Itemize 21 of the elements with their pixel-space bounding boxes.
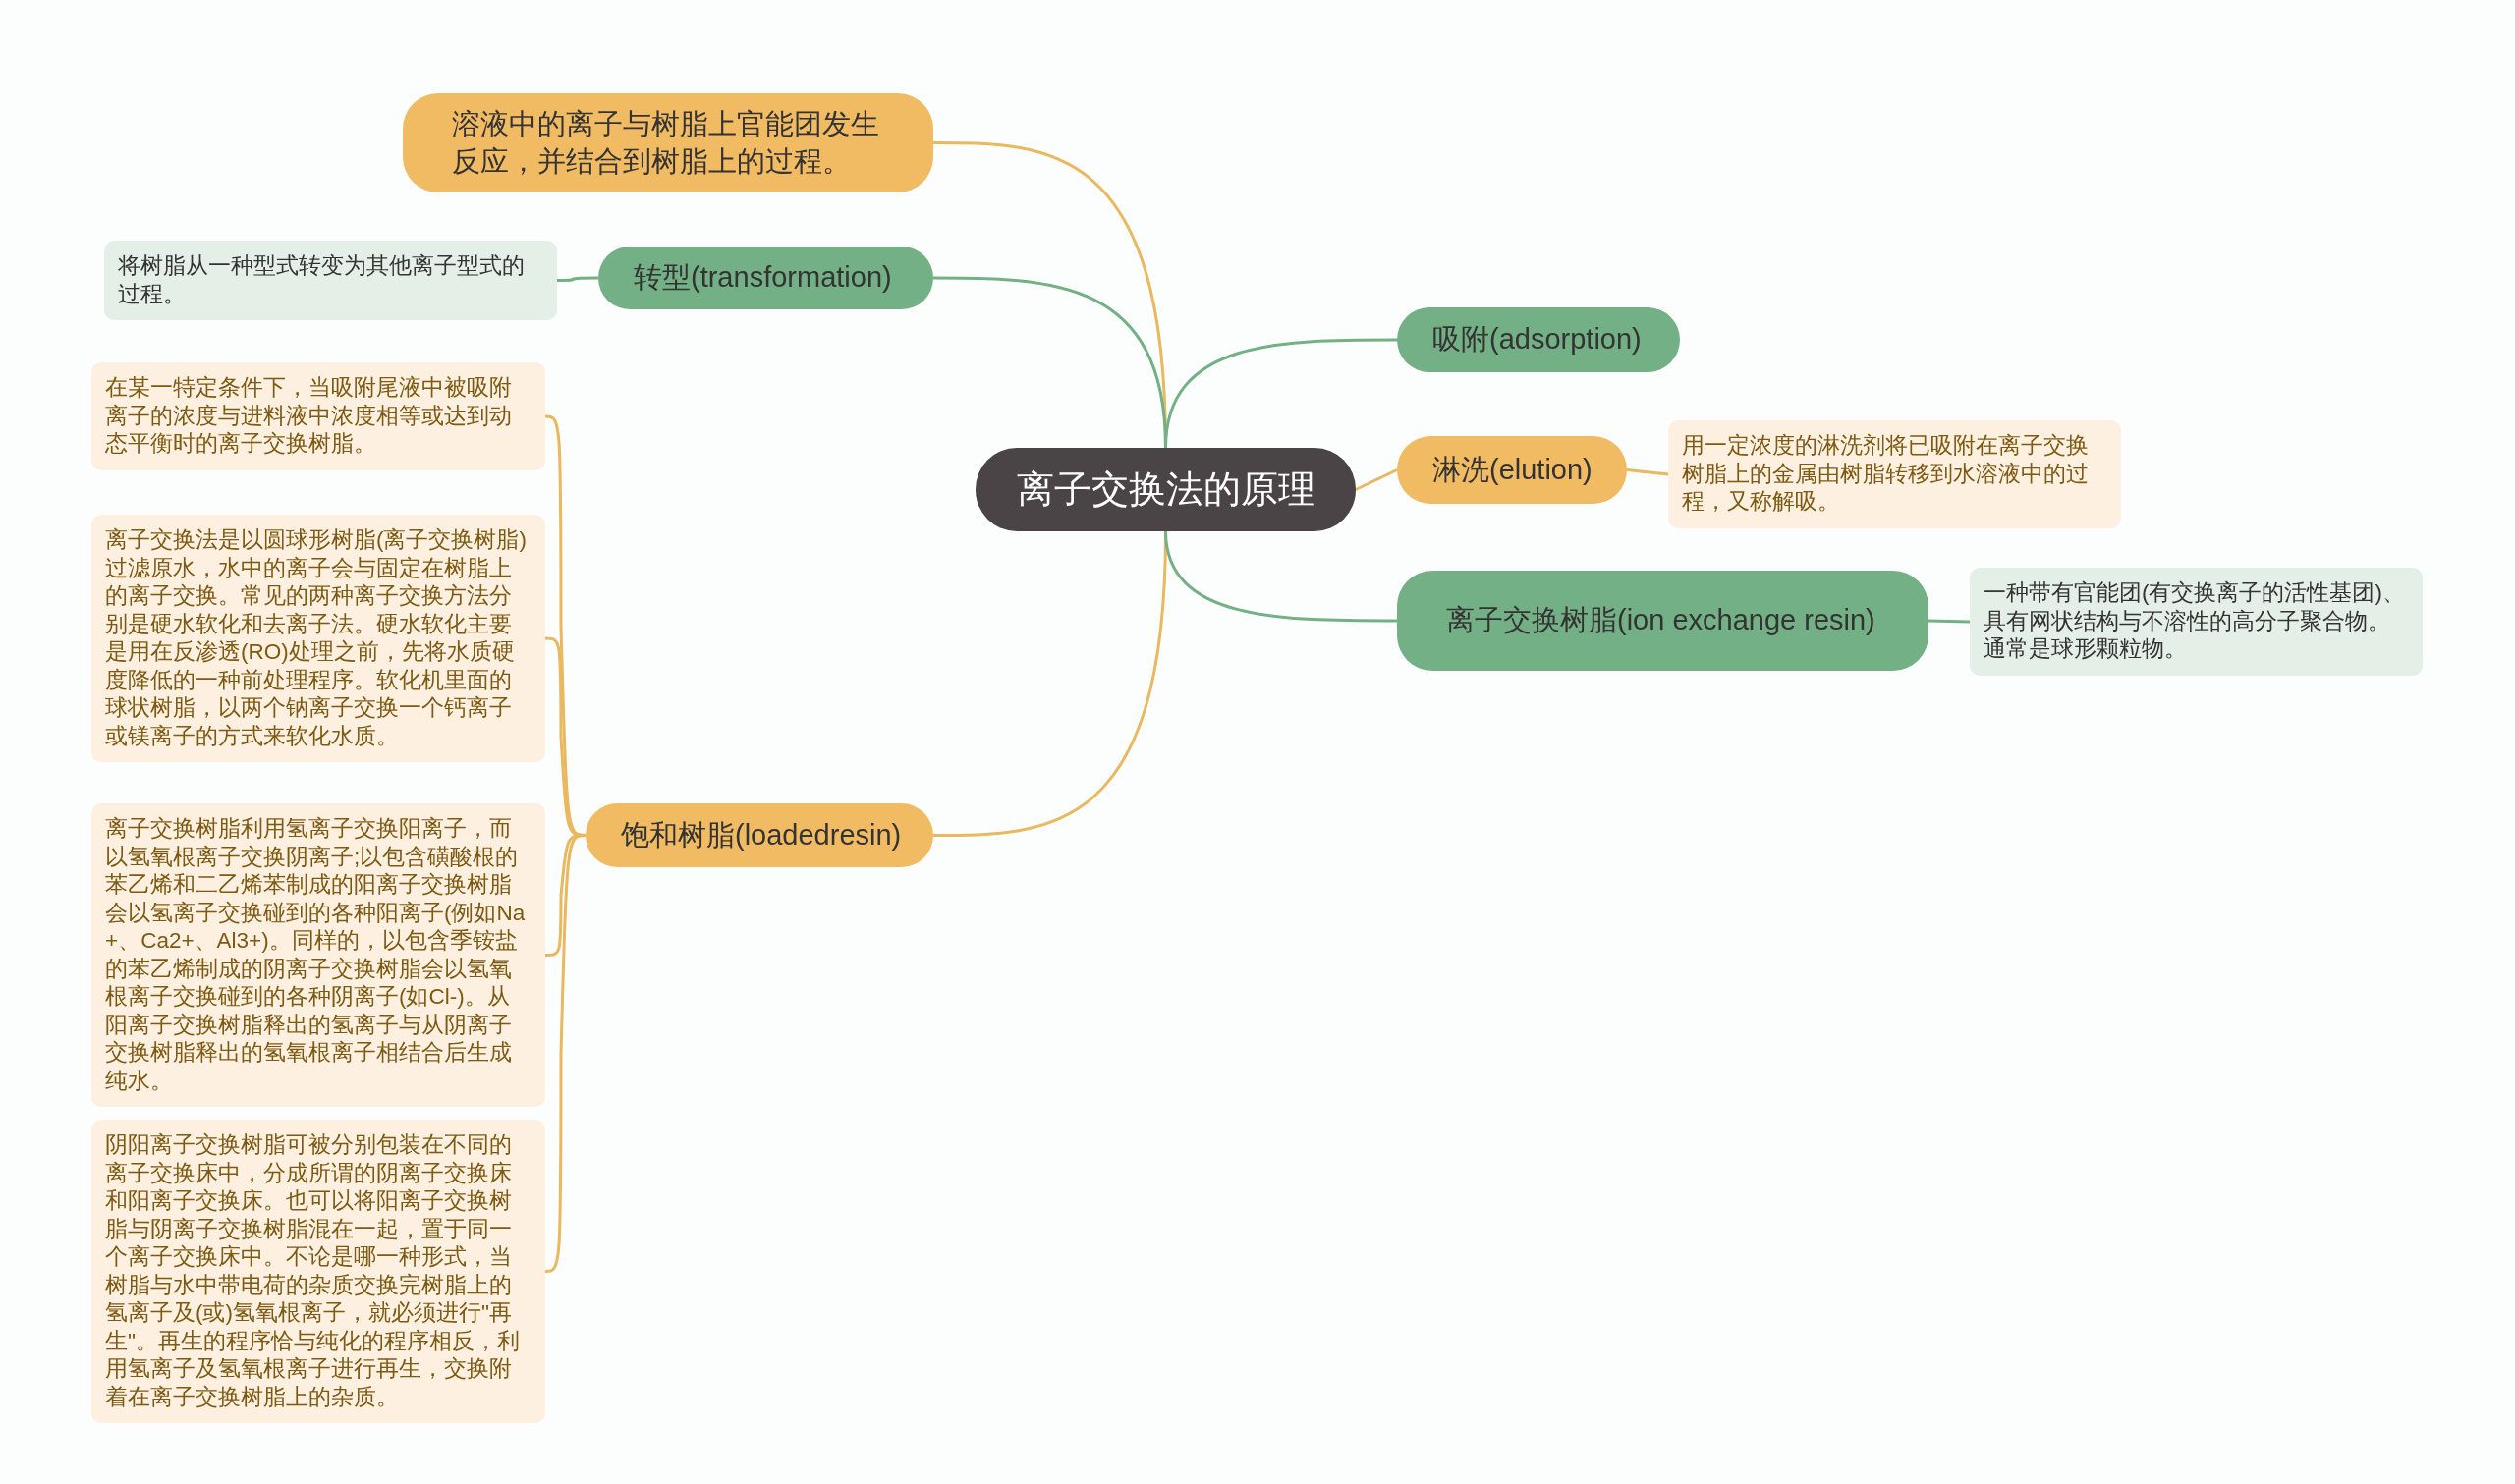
topic-box: 转型(transformation) (598, 247, 933, 309)
connector-line (1626, 468, 1669, 476)
root-topic: 离子交换法的原理 (976, 448, 1356, 531)
topic-box: 离子交换树脂(ion exchange resin) (1397, 571, 1928, 671)
topic-box: 饱和树脂(loadedresin) (586, 803, 933, 867)
topic-box: 吸附(adsorption) (1397, 307, 1680, 372)
note-box: 阴阳离子交换树脂可被分别包装在不同的离子交换床中，分成所谓的阴离子交换床和阳离子交换床。也可以将阳离子交换树脂与阴离子交换树脂混在一起，置于同一个离子交换床中。不论是哪一种形式，当树脂与水中带电荷的杂质交换完树脂上的氢离子及(或)氢氧根离子，就必须进行"再生"。再生的程序恰与纯化的程序相反，利用氢离子及氢氧根离子进行再生，交换附着在离子交换树脂上的杂质。 (91, 1120, 545, 1423)
connector-line (1164, 530, 1397, 623)
connector-line (557, 276, 598, 282)
note-box: 在某一特定条件下，当吸附尾液中被吸附离子的浓度与进料液中浓度相等或达到动态平衡时的离子交换树脂。 (91, 362, 545, 470)
connector-line (1928, 619, 1971, 624)
topic-box: 溶液中的离子与树脂上官能团发生反应，并结合到树脂上的过程。 (403, 93, 933, 192)
note-box: 离子交换树脂利用氢离子交换阳离子，而以氢氧根离子交换阴离子;以包含磺酸根的苯乙烯和二乙烯苯制成的阳离子交换树脂会以氢离子交换碰到的各种阳离子(例如Na+、Ca2+、Al3+)。同样的，以包含季铵盐的苯乙烯制成的阴离子交换树脂会以氢氧根离子交换碰到的各种阴离子(如Cl-)。从阳离子交换树脂释出的氢离子与从阴离子交换树脂释出的氢氧根离子相结合后生成纯水。 (91, 803, 545, 1107)
topic-box: 淋洗(elution) (1397, 436, 1627, 504)
note-box: 用一定浓度的淋洗剂将已吸附在离子交换树脂上的金属由树脂转移到水溶液中的过程，又称解吸。 (1668, 420, 2121, 528)
note-box: 一种带有官能团(有交换离子的活性基团)、具有网状结构与不溶性的高分子聚合物。通常是球形颗粒物。 (1970, 568, 2423, 676)
connector-line (1355, 468, 1398, 491)
connector-line (544, 834, 587, 1273)
note-box: 将树脂从一种型式转变为其他离子型式的过程。 (104, 241, 557, 320)
note-box: 离子交换法是以圆球形树脂(离子交换树脂)过滤原水，水中的离子会与固定在树脂上的离子交换。常见的两种离子交换方法分别是硬水软化和去离子法。硬水软化主要是用在反渗透(RO)处理之前，先将水质硬度降低的一种前处理程序。软化机里面的球状树脂，以两个钠离子交换一个钙离子或镁离子的方式来软化水质。 (91, 515, 545, 762)
connector-line (1164, 338, 1397, 449)
